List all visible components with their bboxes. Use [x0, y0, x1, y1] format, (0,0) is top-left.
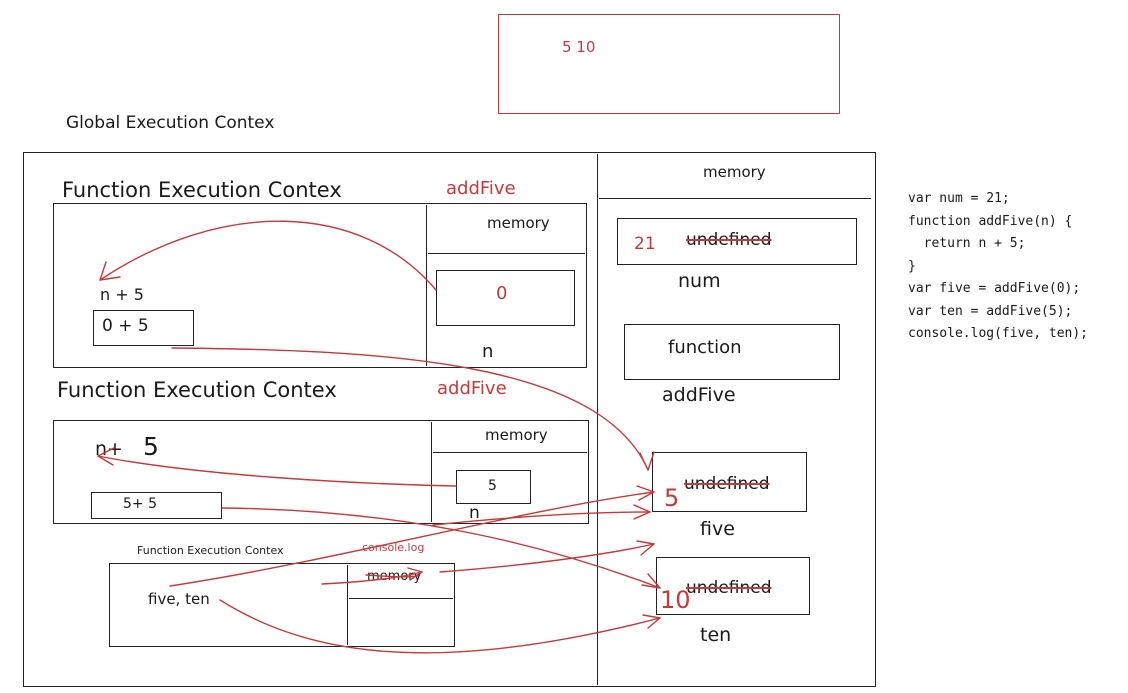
global-var-five-box — [652, 452, 807, 512]
source-code: var num = 21; function addFive(n) { retu… — [908, 188, 1088, 346]
global-var-ten-value: 10 — [660, 586, 691, 614]
fec3-function-name: console.log — [362, 541, 425, 554]
code-line: } — [908, 258, 916, 274]
global-var-ten-label: ten — [700, 624, 732, 646]
fec1-param-name: n — [482, 341, 494, 362]
fec3-memory-label: memory — [367, 569, 422, 584]
fec3-title: Function Execution Contex — [137, 544, 284, 557]
global-context-title: Global Execution Contex — [66, 113, 275, 133]
global-memory-underline — [599, 198, 871, 199]
fec1-title: Function Execution Contex — [62, 178, 342, 202]
global-memory-label: memory — [703, 163, 766, 181]
fec2-title: Function Execution Contex — [57, 378, 337, 402]
global-var-five-previous: undefined — [684, 474, 770, 494]
code-line: var num = 21; — [908, 191, 1010, 206]
global-var-five-label: five — [700, 518, 735, 540]
fec3-memory-underline — [349, 598, 453, 599]
fec2-memory-label: memory — [485, 426, 548, 444]
fec2-param-name: n — [469, 503, 480, 523]
fec1-evaluated: 0 + 5 — [102, 316, 149, 336]
fec2-expression-operand: 5 — [143, 432, 159, 461]
global-var-num-label: num — [678, 270, 721, 292]
code-line: var five = addFive(0); — [908, 281, 1081, 296]
code-line: console.log(five, ten); — [908, 326, 1089, 341]
fec1-param-value: 0 — [496, 283, 508, 304]
fec1-function-name: addFive — [446, 178, 516, 199]
global-var-ten-previous: undefined — [686, 578, 772, 598]
fec1-expression: n + 5 — [100, 285, 144, 304]
fec3-arguments: five, ten — [148, 590, 210, 608]
global-var-five-value: 5 — [664, 484, 680, 512]
console-output-text: 5 10 — [562, 38, 596, 56]
fec3-divider — [347, 565, 348, 645]
fec1-divider — [426, 205, 427, 366]
fec2-expression-operator: n+ — [95, 438, 123, 460]
fec1-memory-underline — [428, 253, 585, 254]
fec2-param-value: 5 — [488, 478, 497, 494]
fec2-function-name: addFive — [437, 378, 507, 399]
fec1-memory-label: memory — [487, 214, 550, 232]
global-var-num-value: 21 — [634, 234, 656, 254]
fec2-evaluated: 5+ 5 — [123, 496, 157, 512]
global-context-divider — [597, 154, 598, 685]
global-context-frame — [23, 152, 876, 687]
fec1-param-box — [436, 270, 575, 326]
fec1-evaluated-box — [93, 310, 194, 346]
fec2-divider — [431, 422, 432, 522]
code-line: return n + 5; — [908, 236, 1026, 251]
global-var-addfive-value: function — [668, 337, 742, 358]
global-var-num-previous: undefined — [686, 230, 772, 250]
global-var-addfive-label: addFive — [662, 384, 736, 406]
console-output-box — [498, 14, 840, 114]
global-var-num-box — [617, 218, 857, 265]
code-line: var ten = addFive(5); — [908, 303, 1073, 319]
code-line: function addFive(n) { — [908, 213, 1073, 229]
fec2-memory-underline — [433, 452, 587, 453]
